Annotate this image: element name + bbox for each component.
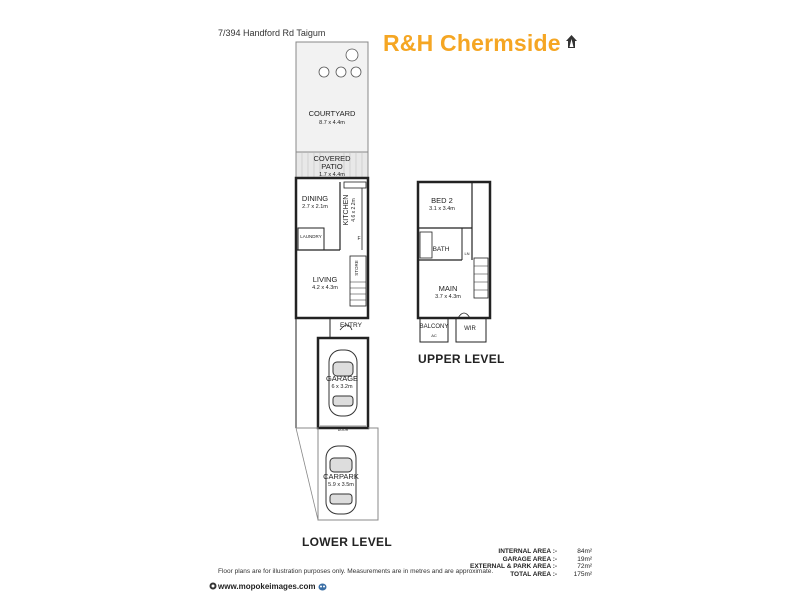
carpark-dims: 5.9 x 3.5m: [328, 482, 354, 488]
area-label: EXTERNAL & PARK AREA :-: [470, 563, 558, 570]
property-address: 7/394 Handford Rd Taigum: [218, 28, 326, 38]
car-icon: [325, 445, 357, 515]
brand-logo: R&H Chermside: [383, 30, 561, 56]
upper-level-title: UPPER LEVEL: [418, 352, 505, 366]
linen-label: LN: [464, 251, 469, 256]
garage-dims: 6 x 3.2m: [331, 384, 353, 390]
area-row: INTERNAL AREA :- 84m²: [470, 548, 592, 556]
owl-logo-icon: [318, 583, 327, 591]
lower-level-plan: [294, 41, 379, 521]
area-value: 84m²: [577, 548, 593, 555]
patio-label: COVERED: [313, 154, 351, 163]
lower-level-labels: COURTYARD 8.7 x 4.4m COVERED PATIO 1.7 x…: [300, 109, 362, 488]
camera-icon: [209, 582, 217, 590]
bath-label: BATH: [433, 246, 450, 253]
area-label: INTERNAL AREA :-: [498, 548, 558, 555]
garage-label: GARAGE: [326, 374, 358, 383]
ac-label: AC: [431, 333, 437, 338]
balcony-label: BALCONY: [420, 324, 449, 330]
area-value: 19m²: [577, 555, 593, 563]
house-icon: [566, 35, 577, 48]
lower-level-title: LOWER LEVEL: [302, 535, 392, 549]
laundry-label: LAUNDRY: [300, 234, 321, 239]
upper-level-labels: BED 2 3.1 x 3.4m BATH LN MAIN 3.7 x 4.3m…: [420, 196, 477, 338]
dining-dims: 2.7 x 2.1m: [302, 204, 328, 210]
door-label: DOOR: [338, 428, 349, 432]
area-row: TOTAL AREA :- 175m²: [470, 571, 592, 579]
main-dims: 3.7 x 4.3m: [435, 294, 461, 300]
fridge-label: F: [357, 236, 360, 242]
courtyard-label: COURTYARD: [309, 109, 356, 118]
area-summary: INTERNAL AREA :- 84m² GARAGE AREA :- 19m…: [470, 548, 592, 578]
wir-label: WIR: [464, 326, 476, 332]
bed2-label: BED 2: [431, 196, 453, 205]
tree-icon: [318, 48, 362, 78]
kitchen-label: KITCHEN: [343, 195, 350, 226]
kitchen-dims: 4.6 x 2.2m: [351, 198, 357, 221]
living-label: LIVING: [313, 275, 338, 284]
living-dims: 4.2 x 4.3m: [312, 285, 338, 291]
area-row: GARAGE AREA :- 19m²: [470, 556, 592, 564]
area-label: GARAGE AREA :-: [502, 555, 558, 563]
area-value: 175m²: [573, 570, 593, 578]
area-row: EXTERNAL & PARK AREA :- 72m²: [470, 563, 592, 571]
main-label: MAIN: [439, 284, 458, 293]
car-icon: [328, 349, 358, 417]
patio-dims: 1.7 x 4.4m: [319, 172, 345, 178]
store-label: STORE: [354, 260, 359, 275]
dining-label: DINING: [302, 194, 328, 203]
carpark-label: CARPARK: [323, 472, 359, 481]
bed2-dims: 3.1 x 3.4m: [429, 206, 455, 212]
entry-label: ENTRY: [340, 322, 363, 329]
disclaimer: Floor plans are for illustration purpose…: [218, 568, 494, 575]
footer-website-link[interactable]: www.mopokeimages.com: [218, 582, 316, 591]
upper-level-plan: [416, 180, 492, 343]
area-label: TOTAL AREA :-: [510, 570, 558, 578]
patio-label-2: PATIO: [321, 162, 343, 171]
courtyard-dims: 8.7 x 4.4m: [319, 120, 345, 126]
area-value: 72m²: [577, 563, 593, 570]
